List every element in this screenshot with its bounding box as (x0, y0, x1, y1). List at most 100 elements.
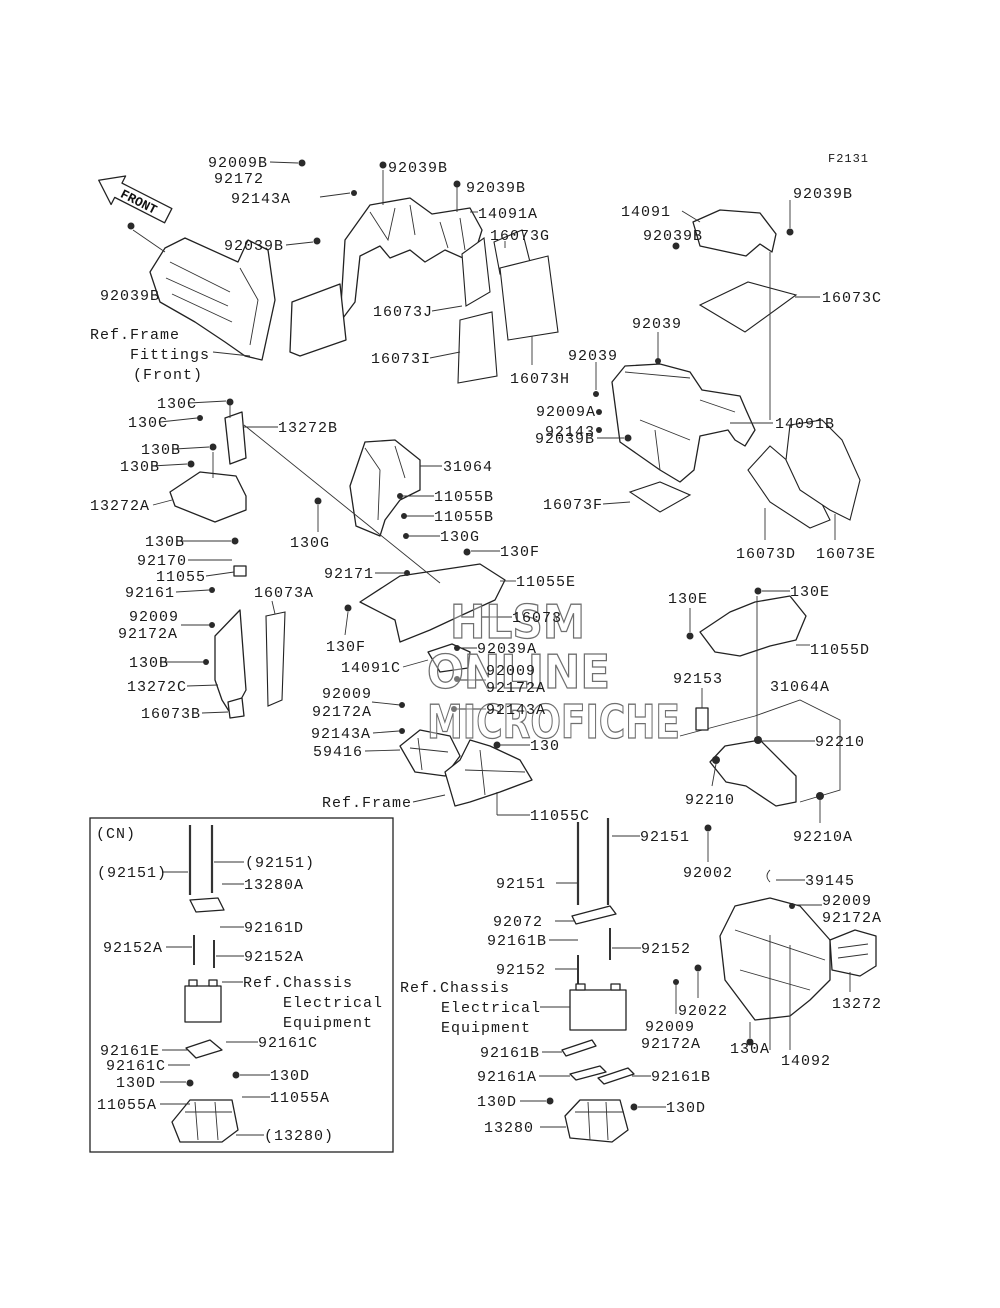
part-label: 92172A (641, 1036, 701, 1053)
bolt-icon (397, 493, 403, 499)
part-label: 92152A (103, 940, 163, 957)
front-direction-arrow: FRONT (98, 175, 173, 224)
part-label: 13272B (278, 420, 338, 437)
bolt-icon (203, 659, 209, 665)
bracket-14091c (427, 643, 471, 673)
clip-11055 (233, 565, 247, 577)
bolt-icon (351, 190, 357, 196)
part-label: 92172A (118, 626, 178, 643)
leader-line (243, 424, 441, 584)
cover-14091 (692, 209, 777, 257)
part-label: 92161B (651, 1069, 711, 1086)
part-label: 130B (129, 655, 169, 672)
leader-line (371, 701, 401, 706)
leader-line (205, 571, 235, 577)
leader-line (319, 192, 351, 198)
part-label: 13272C (127, 679, 187, 696)
watermark-line: ONLINE (427, 645, 610, 699)
fasteners (127, 159, 824, 1111)
part-label: 92171 (324, 566, 374, 583)
nut-icon (816, 792, 824, 800)
cn-group-label: (CN) (96, 826, 136, 843)
reference-label: Electrical (283, 995, 383, 1012)
strip-92161a (569, 1065, 607, 1081)
bracket-31064-detail (364, 445, 406, 521)
part-label: 13272A (90, 498, 150, 515)
pad-16073e (785, 419, 861, 521)
part-label: 92161D (244, 920, 304, 937)
part-label: 92039 (568, 348, 618, 365)
bolt-icon (399, 702, 405, 708)
plate-13272a (169, 471, 247, 523)
cn-group-box (89, 817, 394, 1153)
part-label: 92161B (480, 1045, 540, 1062)
base-detail (575, 1101, 624, 1141)
part-label: (13280) (264, 1128, 334, 1145)
part-label: 92172 (214, 171, 264, 188)
part-label: 92039B (466, 180, 526, 197)
plate-92072 (571, 905, 617, 925)
part-label: 92172A (822, 910, 882, 927)
side-plate (289, 283, 347, 357)
bolt-icon (593, 391, 599, 397)
part-label: 92161E (100, 1043, 160, 1060)
part-label: 130D (116, 1075, 156, 1092)
base-13280 (564, 1099, 629, 1143)
part-label: 16073C (822, 290, 882, 307)
part-label: 92210 (815, 734, 865, 751)
reference-label: Ref.Frame (322, 795, 412, 812)
part-label: 14091B (775, 416, 835, 433)
bolt-icon (127, 222, 135, 230)
part-label: 92172A (486, 680, 546, 697)
strip-92161b (561, 1039, 597, 1057)
part-label: 92161 (125, 585, 175, 602)
part-label: 130D (270, 1068, 310, 1085)
part-label: 130F (500, 544, 540, 561)
leader-line (186, 684, 219, 687)
pad-16073i (457, 311, 498, 384)
part-label: 130F (326, 639, 366, 656)
part-label: 92161B (487, 933, 547, 950)
part-label: 130D (477, 1094, 517, 1111)
leader-line (132, 229, 166, 253)
bolt-icon (704, 824, 712, 832)
part-label: 130D (666, 1100, 706, 1117)
bolt-icon (596, 427, 602, 433)
bolt-icon (672, 242, 680, 250)
part-label: 92039B (100, 288, 160, 305)
bolt-icon (231, 537, 239, 545)
leader-line (212, 351, 251, 357)
part-label: 92039B (793, 186, 853, 203)
pad-16073j (461, 236, 491, 307)
part-label: 14091 (621, 204, 671, 221)
bolt-icon (454, 676, 460, 682)
battery-terminal (208, 979, 218, 987)
part-label: 92152 (496, 962, 546, 979)
nut-icon (754, 736, 762, 744)
part-label: 130E (790, 584, 830, 601)
leader-line (602, 501, 631, 505)
part-label: 11055E (516, 574, 576, 591)
tray-59416 (399, 729, 461, 777)
part-label: 16073G (490, 228, 550, 245)
part-label: 14092 (781, 1053, 831, 1070)
cover-13272 (829, 929, 877, 977)
part-label: 14091A (478, 206, 538, 223)
part-label: 92009B (208, 155, 268, 172)
leader-line (151, 463, 188, 467)
part-label: 92152A (244, 949, 304, 966)
leader-line (188, 400, 227, 404)
part-label: 130B (120, 459, 160, 476)
part-label: 11055C (530, 808, 590, 825)
part-label: 11055A (270, 1090, 330, 1107)
base-13280-cn (171, 1099, 239, 1143)
leader-line (159, 417, 198, 423)
part-label: 16073I (371, 351, 431, 368)
reference-label: Ref.Chassis (400, 980, 510, 997)
bracket-31064 (349, 439, 421, 537)
front-arrow-icon (98, 175, 173, 224)
bolt-icon (314, 497, 322, 505)
part-label: 11055B (434, 509, 494, 526)
part-label: 92143A (486, 702, 546, 719)
cover-14091a (339, 197, 483, 323)
